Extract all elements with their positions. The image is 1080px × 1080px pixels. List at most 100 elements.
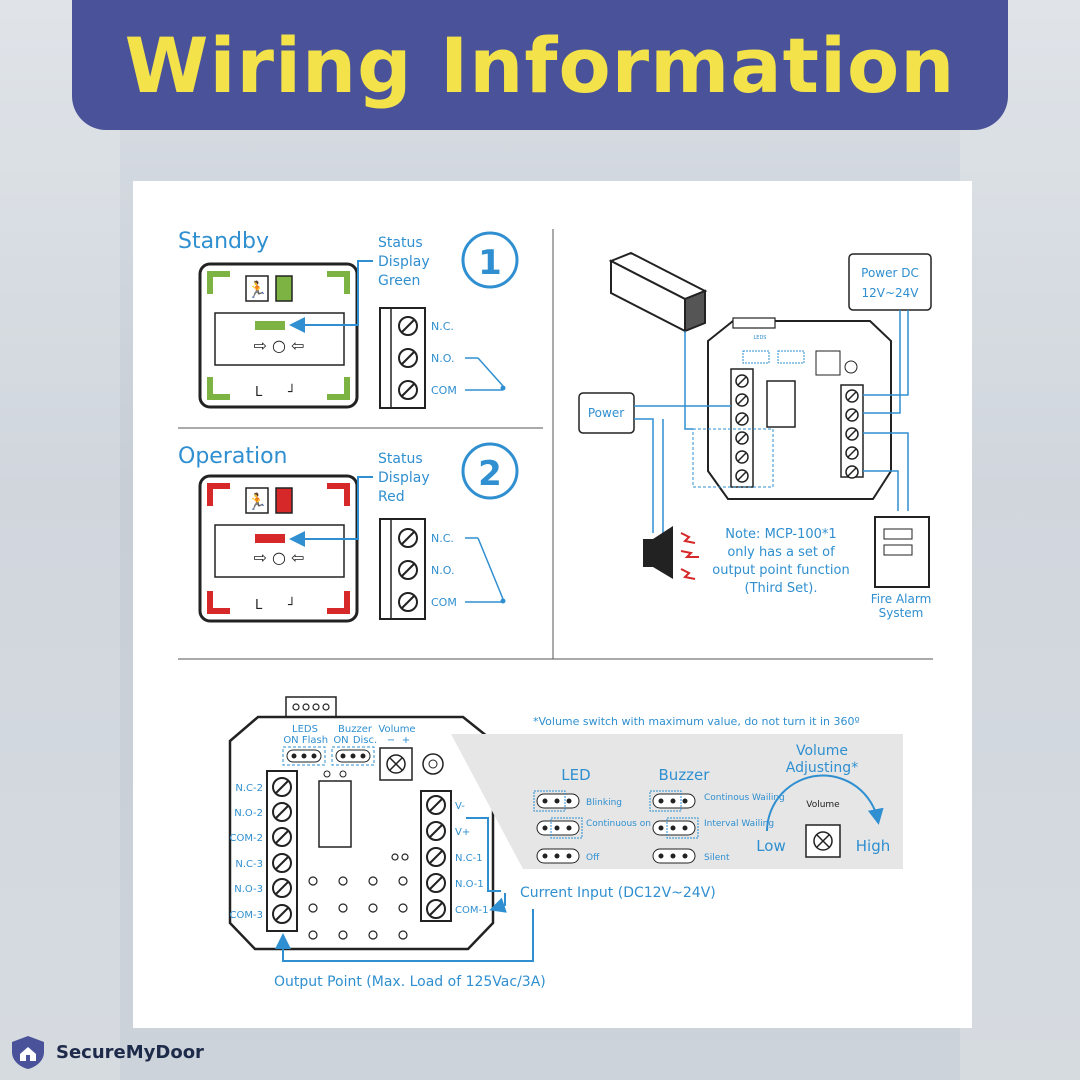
note-line2: only has a set of — [727, 545, 835, 560]
volume-label: Volume — [378, 724, 415, 735]
shield-house-icon — [12, 1036, 44, 1069]
step-2-badge — [461, 442, 519, 500]
volume-low-label: Low — [756, 837, 786, 855]
page-title: Wiring Information — [124, 20, 956, 110]
standby-section: Standby 🏃 ⇨ ○ ⇦ L┘ Status Display Green … — [178, 229, 519, 409]
board-pads — [308, 853, 409, 940]
volume-arc-arrow — [766, 774, 884, 832]
volume-plus-label: + — [402, 735, 410, 746]
volume-high-label: High — [856, 837, 890, 855]
volume-note: *Volume switch with maximum value, do no… — [533, 715, 860, 728]
led-legend: Blinking Continuous on Off — [533, 790, 651, 864]
step-1-number: 1 — [478, 243, 502, 283]
leds-label: LEDS — [292, 724, 318, 735]
wiring-diagram-panel: Standby 🏃 ⇨ ○ ⇦ L┘ Status Display Green … — [133, 181, 972, 1028]
led-mode-off: Off — [586, 853, 600, 863]
operation-status-line1: Status — [378, 451, 423, 467]
wiring-diagram: Standby 🏃 ⇨ ○ ⇦ L┘ Status Display Green … — [178, 229, 933, 990]
power-dc-line2: 12V~24V — [861, 286, 919, 300]
standby-title: Standby — [178, 229, 269, 254]
led-mode-continuous: Continuous on — [586, 819, 651, 829]
status-led-red — [275, 487, 293, 514]
term-com2: COM-2 — [230, 833, 263, 844]
green-corners — [207, 271, 350, 400]
power-dc-line1: Power DC — [861, 266, 919, 280]
buzzer-label: Buzzer — [338, 724, 373, 735]
standby-no-label: N.O. — [431, 352, 454, 365]
knob-label: Volume — [806, 800, 840, 810]
term-com3: COM-3 — [230, 910, 263, 921]
output-point-label: Output Point (Max. Load of 125Vac/3A) — [274, 974, 546, 990]
operation-title: Operation — [178, 444, 287, 469]
svg-text:┘: ┘ — [287, 596, 296, 613]
step-2-number: 2 — [478, 454, 502, 494]
note-line4: (Third Set). — [745, 581, 818, 596]
power-box — [578, 392, 635, 434]
sound-waves-icon — [680, 532, 699, 580]
board-detail: LEDS ON Flash Buzzer ON Disc. Volume − +… — [228, 696, 903, 990]
status-display-green — [255, 321, 285, 330]
system-wiring: Power Power DC 12V~24V LEDS — [578, 251, 932, 620]
fire-alarm-line2: System — [879, 606, 924, 620]
brand-name: SecureMyDoor — [56, 1041, 204, 1063]
current-input-label: Current Input (DC12V~24V) — [520, 885, 716, 901]
leds-flash-label: Flash — [302, 735, 328, 746]
term-no3: N.O-3 — [234, 884, 263, 895]
term-vminus: V- — [455, 801, 465, 812]
magnetic-lock-icon — [608, 251, 708, 333]
led-mode-blinking: Blinking — [586, 798, 622, 808]
volume-adjusting-line2: Adjusting* — [786, 760, 858, 776]
volume-adjusting: Volume Adjusting* Volume Low High — [756, 743, 890, 858]
standby-status-line1: Status — [378, 235, 423, 251]
note-line3: output point function — [712, 563, 849, 578]
operation-section: Operation 🏃 ⇨ ○ ⇦ L┘ Status Display Red … — [178, 442, 519, 623]
buzzer-mode-interval: Interval Wailing — [704, 819, 774, 829]
power-label: Power — [588, 406, 624, 420]
standby-com-label: COM — [431, 384, 457, 397]
term-com1: COM-1 — [455, 905, 488, 916]
brand-logo: SecureMyDoor — [8, 1030, 204, 1074]
power-dc-box — [848, 253, 932, 311]
step-1-badge — [461, 231, 519, 289]
background-hallway-right — [960, 0, 1080, 1080]
note-line1: Note: MCP-100*1 — [725, 527, 836, 542]
term-nc3: N.C-3 — [235, 859, 263, 870]
buzzer-mode-silent: Silent — [704, 853, 730, 863]
arrows-icon: ⇨ ○ ⇦ — [254, 336, 305, 355]
led-legend-title: LED — [561, 766, 590, 784]
buzzer-legend-title: Buzzer — [659, 766, 711, 784]
standby-nc-label: N.C. — [431, 320, 454, 333]
title-banner: Wiring Information — [72, 0, 1008, 130]
status-led-green — [275, 275, 293, 302]
term-no2: N.O-2 — [234, 808, 263, 819]
operation-nc-label: N.C. — [431, 532, 454, 545]
exit-runner-icon-red — [245, 487, 269, 514]
term-nc1: N.C-1 — [455, 853, 483, 864]
operation-no-label: N.O. — [431, 564, 454, 577]
operation-status-line2: Display — [378, 470, 430, 486]
buzzer-disc-label: Disc. — [353, 735, 377, 746]
volume-adjusting-line1: Volume — [796, 743, 848, 759]
background-hallway — [0, 0, 120, 1080]
operation-com-label: COM — [431, 596, 457, 609]
svg-text:L: L — [255, 385, 263, 400]
siren-icon — [643, 526, 673, 579]
term-no1: N.O-1 — [455, 879, 484, 890]
volume-minus-label: − — [387, 735, 395, 746]
buzzer-legend: Continous Wailing Interval Wailing Silen… — [649, 790, 785, 864]
fire-alarm-line1: Fire Alarm — [871, 592, 932, 606]
volume-knob — [379, 747, 413, 781]
buzzer-on-label: ON — [333, 735, 348, 746]
leds-on-label: ON — [283, 735, 298, 746]
standby-status-line2: Display — [378, 254, 430, 270]
svg-text:🏃: 🏃 — [247, 280, 267, 299]
operation-status-line3: Red — [378, 489, 405, 505]
relay — [318, 780, 352, 848]
term-nc2: N.C-2 — [235, 783, 263, 794]
status-display-red — [255, 534, 285, 543]
svg-text:L: L — [255, 598, 263, 613]
svg-text:┘: ┘ — [287, 383, 296, 400]
buzzer-mode-continuous: Continous Wailing — [704, 793, 785, 803]
exit-runner-icon — [245, 275, 269, 302]
svg-text:⇨ ○ ⇦: ⇨ ○ ⇦ — [254, 548, 305, 567]
